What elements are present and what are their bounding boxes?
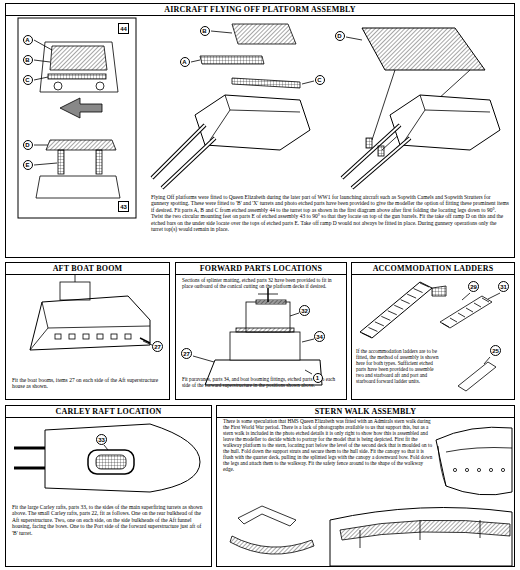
panel-box: ACCOMMODATION LADDERS If the accommodatio… [351,262,515,400]
instruction-text: Sections of splinter matting, etched par… [182,277,342,289]
porthole [453,468,456,471]
window [69,334,75,339]
rung [368,327,377,331]
rung [394,305,403,309]
callout-label: B [25,57,29,63]
rung [375,322,384,326]
callout-number: 1 [313,373,323,383]
porthole [489,468,492,471]
callout-label: C [317,77,321,83]
panel-heading: ACCOMMODATION LADDERS [352,263,514,275]
callout-number: D [23,140,33,150]
rung [401,300,410,304]
panel-box: FORWARD PARTS LOCATIONS Sections of splin… [175,262,347,400]
callout-number: 33 [96,434,108,446]
turret-carley-raft [14,424,200,492]
panel-heading: AFT BOAT BOOM [6,263,169,275]
callout-number: B [200,26,210,36]
callout-number: E [23,160,33,170]
panel-heading: CARLEY RAFT LOCATION [6,406,211,418]
callout-number: D [335,31,345,41]
turret-with-ramp [342,28,500,188]
window [83,334,89,339]
rung [450,318,457,322]
panel-box: STERN WALK ASSEMBLYThere is some specula… [216,405,515,567]
callout-label: 27 [154,344,161,350]
porthole [501,468,504,471]
instruction-text: Flying Off platforms were fitted to Quee… [151,194,509,232]
callout-number: A [180,57,190,67]
forward-superstructure [193,288,322,385]
callout-label: 31 [500,284,507,290]
assembly-number: 43 [118,201,130,213]
callout-number: C [23,75,33,85]
callout-number: C [315,75,325,85]
rung [466,308,473,312]
callout-number: 27 [152,341,164,353]
panel-heading: FORWARD PARTS LOCATIONS [176,263,346,275]
callout-label: 32 [301,308,308,314]
callout-label: B [202,28,206,34]
porthole [465,468,468,471]
callout-label: 1 [316,375,319,381]
aft-superstructure [30,274,152,350]
callout-label: D [337,33,341,39]
callout-number: A [23,35,33,45]
callout-label: C [25,77,29,83]
callout-number: 25 [490,345,502,357]
window [55,334,61,339]
porthole [477,468,480,471]
rung [414,289,423,293]
window [97,334,103,339]
callout-label: A [25,37,29,43]
rung [407,294,416,298]
callout-label: 29 [470,284,477,290]
callout-label: 27 [183,351,190,357]
instruction-text: Fit the large Carley rafts, parts 33, to… [12,504,207,536]
rung [442,323,449,327]
turret-with-platform [152,24,314,188]
callout-number: 34 [314,331,326,343]
callout-label: D [25,142,29,148]
callout-label: 25 [492,348,499,354]
callout-label: 43 [120,204,127,210]
assembly-number: 44 [118,23,130,35]
callout-label: E [25,162,29,168]
rung [381,316,390,320]
rung [388,311,397,315]
instruction-text: Fit the boat booms, items 27 on each sid… [12,377,164,390]
rung [458,313,465,317]
instruction-text: There is some speculation that HMS Queen… [223,418,433,472]
callout-number: 27 [181,348,193,360]
callout-number: 32 [299,305,311,317]
rung [420,283,429,287]
panel-box: AIRCRAFT FLYING OFF PLATFORM ASSEMBLY Fly… [5,3,515,258]
panel-heading: STERN WALK ASSEMBLY [217,406,514,418]
callout-label: 44 [120,26,127,32]
rung [362,333,371,337]
callout-label: A [182,59,186,65]
window [111,334,117,339]
inset-figure [18,18,136,218]
callout-label: 33 [98,437,105,443]
window [125,334,131,339]
rung [474,303,481,307]
panel-box: CARLEY RAFT LOCATION Fit the large Carley… [5,405,212,567]
callout-number: B [23,55,33,65]
callout-label: 34 [316,334,323,340]
panel-heading: AIRCRAFT FLYING OFF PLATFORM ASSEMBLY [6,4,514,16]
callout-number: 31 [498,281,510,293]
callout-number: 29 [468,281,480,293]
instruction-text: If the accommodation ladders are to be f… [356,348,442,384]
panel-box: AFT BOAT BOOM Fit the boat booms, items 2… [5,262,170,400]
